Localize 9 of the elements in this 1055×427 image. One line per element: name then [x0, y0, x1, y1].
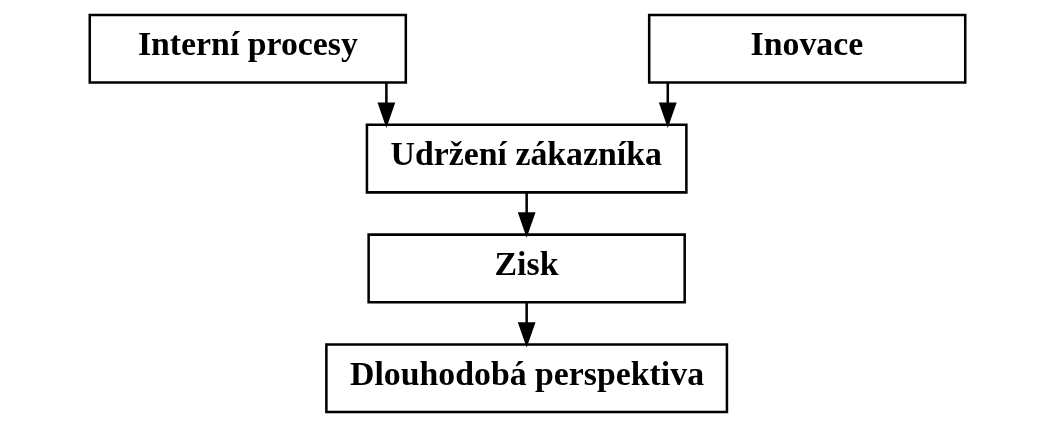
node-box: Dlouhodobá perspektiva	[325, 343, 729, 414]
arrow	[377, 82, 396, 128]
node-box: Interní procesy	[88, 13, 408, 84]
node-box: Inovace	[647, 13, 967, 84]
arrow	[658, 82, 677, 128]
node-box: Zisk	[367, 233, 686, 304]
arrow	[517, 302, 536, 348]
arrow	[517, 192, 536, 238]
node-box: Udržení zákazníka	[365, 123, 688, 194]
